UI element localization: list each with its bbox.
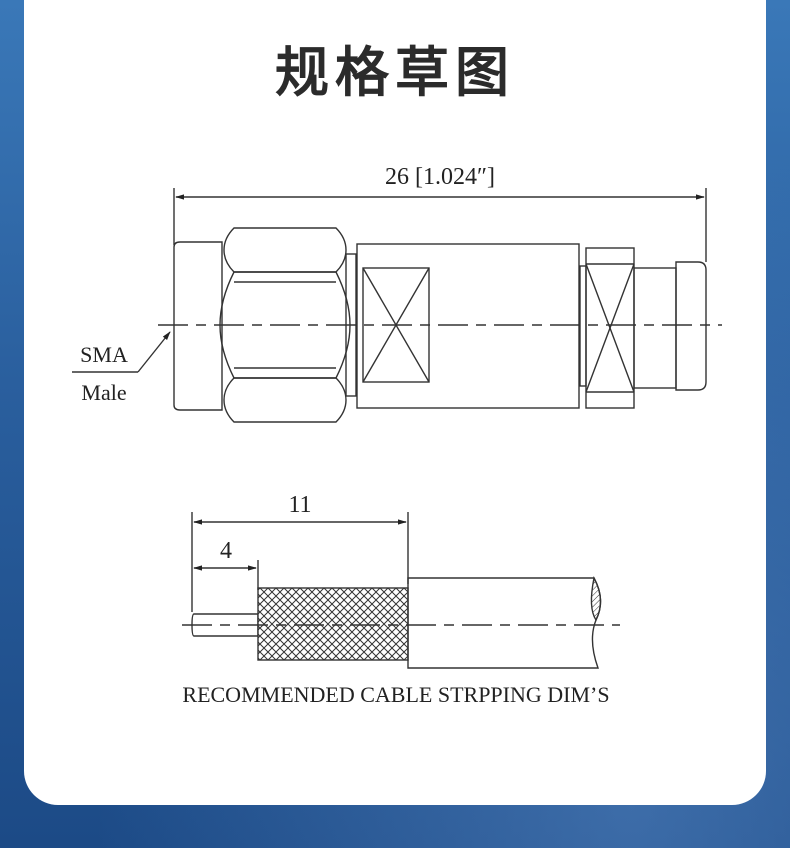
braid-shield <box>257 587 409 661</box>
overall-length-dimension <box>173 188 707 262</box>
connector-drawing <box>72 188 722 423</box>
hex-coupling-nut <box>219 227 351 423</box>
sma-nut-front <box>173 241 223 411</box>
outer-jacket <box>407 577 602 669</box>
cable-strip-drawing <box>182 512 620 669</box>
strip-dimension-4 <box>193 560 259 590</box>
cable-boot <box>633 261 707 391</box>
strip-dimension-11 <box>191 512 409 612</box>
dim-11-label: 11 <box>288 492 311 518</box>
sma-label-leader <box>72 331 171 373</box>
dim-4-label: 4 <box>220 538 232 564</box>
overall-length-label: 26 [1.024″] <box>385 164 495 190</box>
rear-ferrule <box>579 247 635 409</box>
drawing-card <box>24 0 766 805</box>
crimp-body <box>356 243 580 409</box>
page-title: 规格草图 <box>275 41 515 104</box>
jacket-cut-section <box>590 575 602 622</box>
male-label: Male <box>81 380 126 405</box>
center-conductor <box>191 613 259 637</box>
strip-caption: RECOMMENDED CABLE STRPPING DIM’S <box>182 682 609 707</box>
sma-label: SMA <box>80 342 128 367</box>
